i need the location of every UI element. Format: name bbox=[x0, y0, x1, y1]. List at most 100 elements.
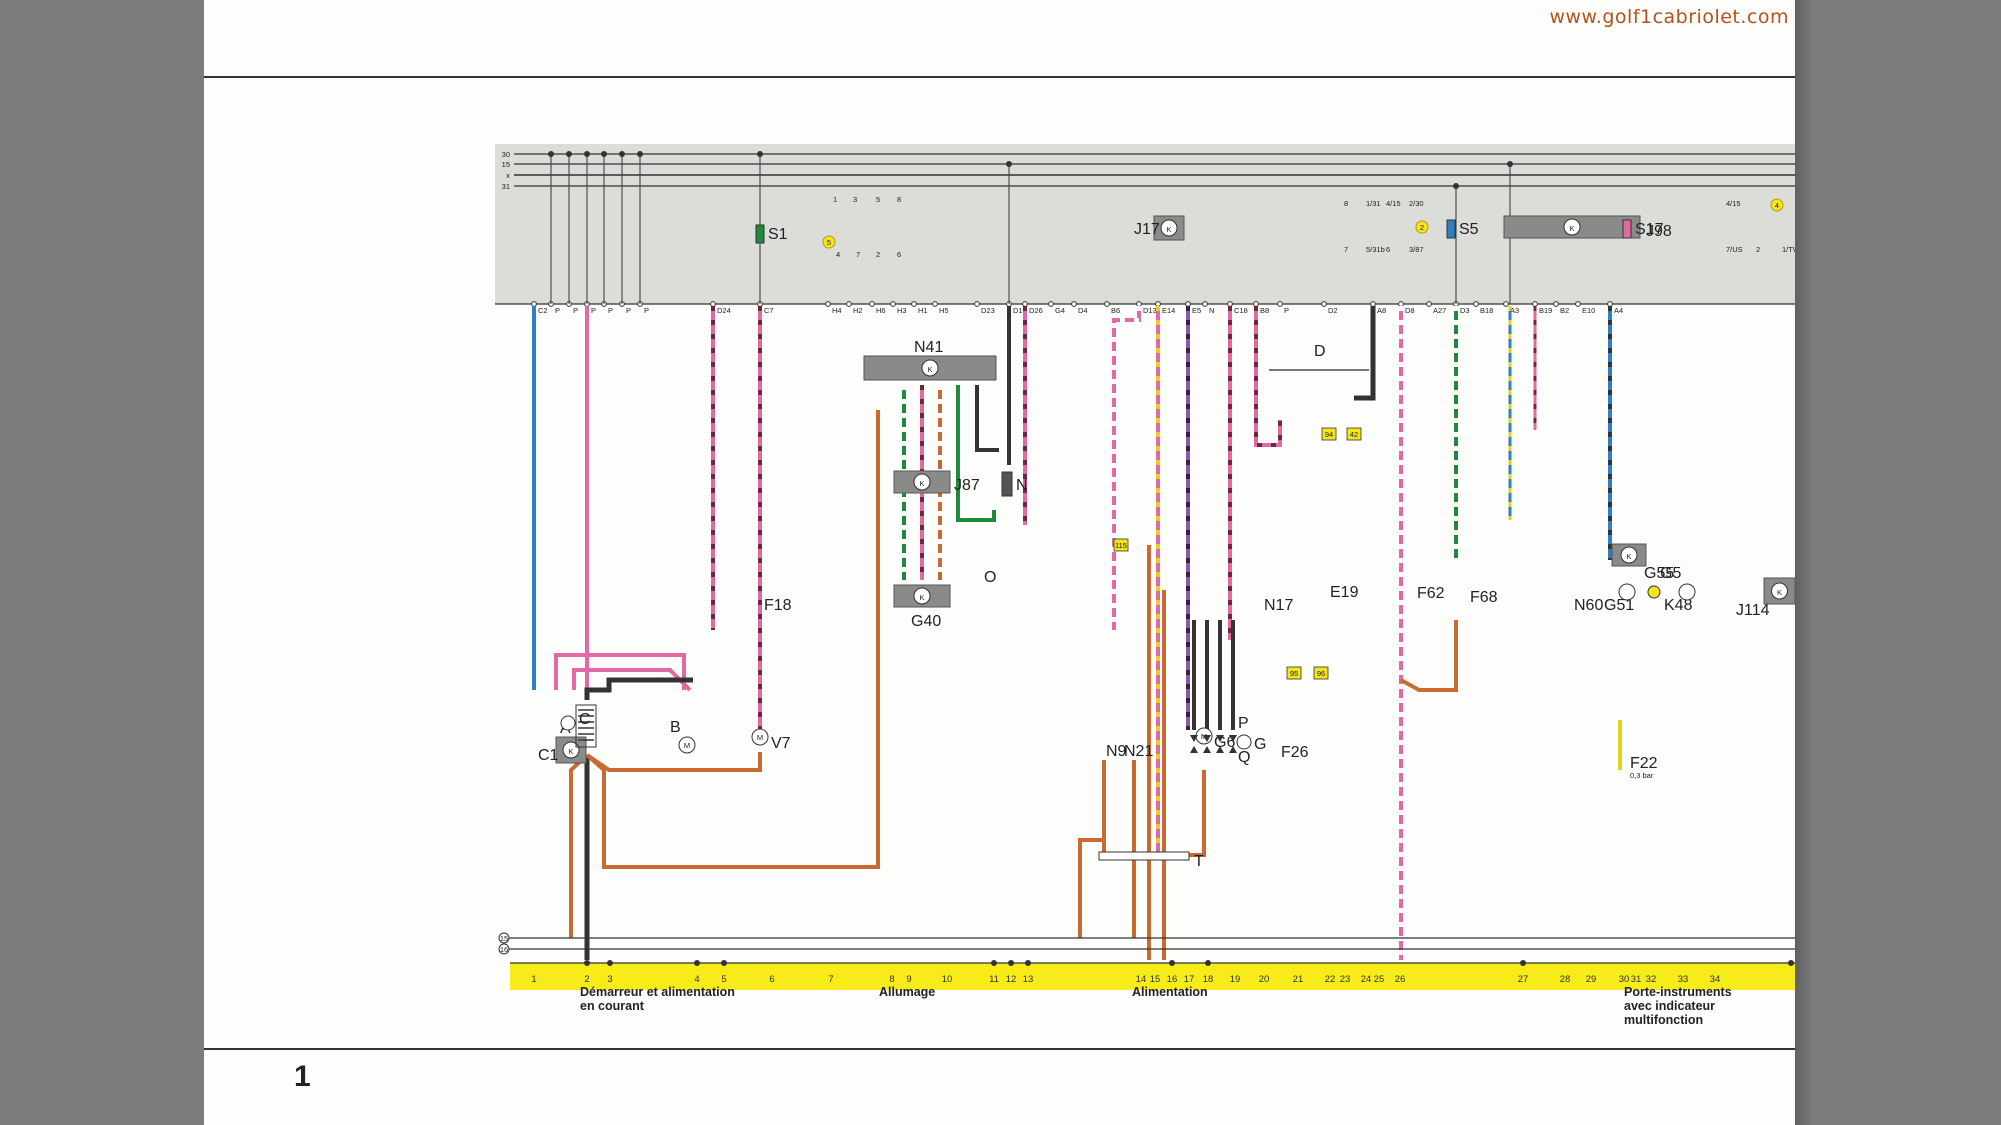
column-number: 5 bbox=[721, 974, 726, 985]
column-number: 13 bbox=[1023, 974, 1034, 985]
column-number: 3 bbox=[607, 974, 612, 985]
reference-box bbox=[1346, 427, 1362, 441]
switch-f62-label: F62 bbox=[1417, 585, 1445, 602]
column-number: 27 bbox=[1518, 974, 1529, 985]
section-instrument-cluster: Porte-instruments avec indicateur multif… bbox=[1624, 985, 1732, 1027]
j17-pin-label: 7 bbox=[1344, 245, 1348, 254]
section-ignition: Allumage bbox=[879, 985, 935, 999]
column-number: 15 bbox=[1150, 974, 1161, 985]
relay-j87-label: J87 bbox=[954, 477, 980, 494]
relay-j17-transistor-glyph: K bbox=[1166, 225, 1171, 234]
connector-pin bbox=[1426, 301, 1432, 307]
connector-pin-label: E10 bbox=[1582, 306, 1595, 315]
reference-box bbox=[1313, 666, 1329, 680]
wire-battery-16 bbox=[584, 677, 693, 700]
ground-ref-16-label: 16 bbox=[500, 945, 508, 954]
reference-box bbox=[1113, 538, 1129, 552]
junction-dot bbox=[1507, 161, 1513, 167]
s1-pin-label: 7 bbox=[856, 250, 860, 259]
starter-motor-glyph: M bbox=[684, 741, 690, 750]
warning-lamp-k48-label: K48 bbox=[1664, 597, 1693, 614]
connector-pin bbox=[1155, 301, 1161, 307]
column-number: 22 bbox=[1325, 974, 1336, 985]
connector-pin-label: A8 bbox=[1377, 306, 1386, 315]
connector-pin bbox=[1532, 301, 1538, 307]
regulator-c1-transistor-icon bbox=[562, 741, 580, 759]
ignition-coil-label: N bbox=[1016, 477, 1028, 494]
j17-pin-label: 3/87 bbox=[1409, 245, 1424, 254]
spark-plug-connector-icon bbox=[1216, 735, 1224, 742]
column-number: 21 bbox=[1293, 974, 1304, 985]
section-fuel-supply: Alimentation bbox=[1132, 985, 1208, 999]
column-number: 6 bbox=[769, 974, 774, 985]
connector-pin-label: B8 bbox=[1260, 306, 1269, 315]
bus-label-31: 31 bbox=[502, 182, 510, 191]
column-number: 18 bbox=[1203, 974, 1214, 985]
connector-pin-label: C2 bbox=[538, 306, 548, 315]
spark-plug-connector-icon bbox=[1229, 735, 1237, 742]
column-number: 10 bbox=[942, 974, 953, 985]
relay-j114-label: J114 bbox=[1736, 602, 1770, 619]
valve-n21-label: N21 bbox=[1124, 743, 1153, 760]
j98-pin-label: 2 bbox=[1756, 245, 1760, 254]
gauge-g51-label: G51 bbox=[1604, 597, 1634, 614]
wire-v7-1-5 bbox=[585, 752, 762, 772]
junction-dot bbox=[637, 151, 643, 157]
j17-pin-label: 2/30 bbox=[1409, 199, 1424, 208]
reference-box-label: 42 bbox=[1350, 430, 1358, 439]
column-junction-dot bbox=[607, 960, 613, 966]
ground-ref-15-label: 15 bbox=[500, 934, 508, 943]
alternator-c bbox=[560, 715, 576, 731]
hall-sender-g40-transistor-icon bbox=[913, 587, 931, 605]
s1-pin-label: 4 bbox=[836, 250, 840, 259]
valve-n9-label: N9 bbox=[1106, 743, 1127, 760]
tachometer-g5 bbox=[1678, 583, 1696, 601]
column-junction-dot bbox=[1788, 960, 1794, 966]
starter-label: B bbox=[670, 719, 681, 736]
bottom-rule bbox=[204, 1048, 1795, 1050]
column-number: 28 bbox=[1560, 974, 1571, 985]
j17-pin-label: 4/15 bbox=[1386, 199, 1401, 208]
connector-pin-label: A3 bbox=[1510, 306, 1519, 315]
column-number: 32 bbox=[1646, 974, 1657, 985]
j98-pin-label: 4/15 bbox=[1726, 199, 1741, 208]
connector-pin-label: B18 bbox=[1480, 306, 1493, 315]
fuse-s17 bbox=[1622, 219, 1632, 239]
top-rule bbox=[204, 76, 1795, 78]
column-number: 16 bbox=[1167, 974, 1178, 985]
section-instrument-cluster-line3: multifonction bbox=[1624, 1013, 1704, 1027]
valve-n17-label: N17 bbox=[1264, 597, 1293, 614]
relay-j87-transistor-glyph: K bbox=[919, 479, 924, 488]
j17-pin-label: 5/31b bbox=[1366, 245, 1385, 254]
connector-pin-label: D2 bbox=[1328, 306, 1338, 315]
terminal-strip-label: T bbox=[1194, 853, 1204, 870]
wire-d13-pink-white-stripe bbox=[1112, 306, 1141, 630]
column-junction-dot bbox=[1520, 960, 1526, 966]
terminal-strip-t bbox=[1098, 851, 1190, 861]
bus-label-15: 15 bbox=[502, 160, 510, 169]
connector-pin bbox=[890, 301, 896, 307]
fuse-number-badge-label: 4 bbox=[1775, 201, 1779, 210]
spark-plug-label: Q bbox=[1238, 749, 1250, 766]
connector-pin-label: P bbox=[1284, 306, 1289, 315]
hall-sender-g40-transistor-glyph: K bbox=[919, 593, 924, 602]
relay-j98-label: J98 bbox=[1646, 223, 1672, 240]
section-fuel-supply-line1: Alimentation bbox=[1132, 985, 1208, 999]
oil-pressure-switch-f22-label: F22 bbox=[1630, 755, 1658, 772]
hall-g55-transistor-glyph: K bbox=[1626, 552, 1631, 561]
connector-pin-label: H5 bbox=[939, 306, 949, 315]
ground-ref-16 bbox=[498, 943, 510, 955]
junction-dot bbox=[584, 151, 590, 157]
reference-box bbox=[1321, 427, 1337, 441]
reference-box-label: 94 bbox=[1325, 430, 1333, 439]
connector-pin-label: E5 bbox=[1192, 306, 1201, 315]
column-number: 2 bbox=[584, 974, 589, 985]
hall-g55-label: G55 bbox=[1644, 565, 1674, 582]
connector-pin bbox=[932, 301, 938, 307]
s1-pin-label: 3 bbox=[853, 195, 857, 204]
column-number: 24 bbox=[1361, 974, 1372, 985]
switch-f68-label: F68 bbox=[1470, 589, 1498, 606]
